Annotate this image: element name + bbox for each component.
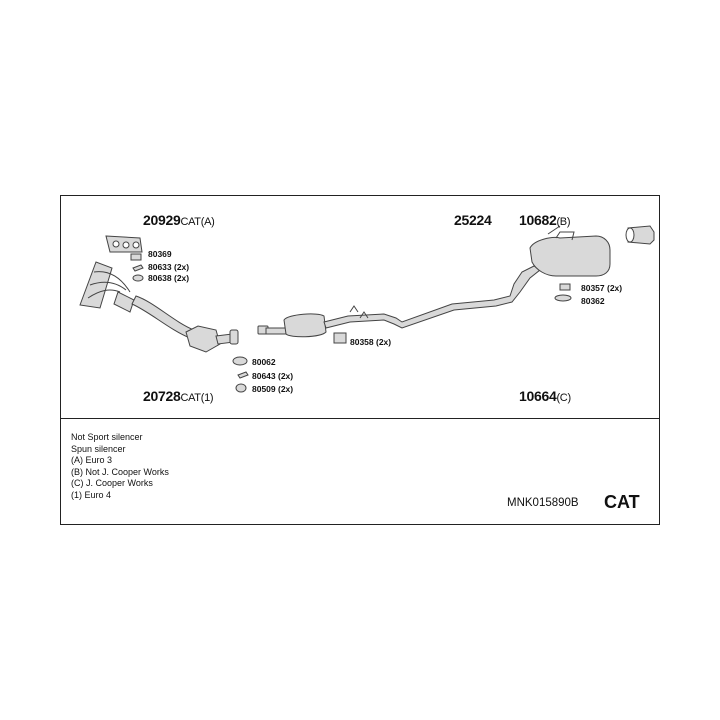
fitting-80358: 80358 (2x) [350,337,392,347]
manifold-gasket-icon [105,235,143,253]
note-line: (1) Euro 4 [71,489,112,500]
diagram-frame [60,195,660,525]
part-label-10682: 10682(B) [519,213,570,228]
fitting-80357: 80357 (2x) [581,283,623,293]
part-suffix: CAT(1) [180,392,214,404]
note-line: Not Sport silencer [71,432,143,442]
fitting-80633: 80633 (2x) [148,262,190,272]
mount-bracket-icon [333,332,347,344]
rear-silencer-icon [529,225,611,277]
kit-code: MNK015890B [507,497,579,509]
nut-icon [132,274,144,282]
note-line: (A) Euro 3 [71,455,113,466]
cat-nut-icon [235,383,247,393]
part-suffix: (C) [556,392,571,404]
fitting-80369: 80369 [148,249,172,259]
note-line: (C) J. Cooper Works [71,478,153,489]
cat-gasket-icon [232,356,248,366]
middle-pipe-icon [257,265,541,338]
rear-hanger-icon [559,283,571,291]
notes-divider [60,418,660,419]
gasket-icon [130,253,142,261]
category-label: CAT [604,492,640,512]
part-number: 20728 [143,388,181,404]
fitting-80062: 80062 [252,357,276,367]
part-number: 20929 [143,212,181,228]
fitting-80362: 80362 [581,296,605,306]
note-line: Spun silencer [71,443,126,454]
tailpipe-trim-icon [625,225,655,245]
fitting-80509: 80509 (2x) [252,384,294,394]
fitting-80643: 80643 (2x) [252,371,294,381]
part-label-20929: 20929CAT(A) [143,212,215,228]
note-line: (B) Not J. Cooper Works [71,466,169,477]
rubber-mount-icon [554,294,572,302]
part-number: 10682 [519,212,557,228]
part-label-25224: 25224 [454,212,492,228]
cat-bolt-icon [237,371,249,379]
part-number: 25224 [454,212,492,228]
part-suffix: (B) [556,216,571,228]
part-number: 10664 [519,388,557,404]
catalytic-converter-icon [185,325,239,353]
fitting-80638: 80638 (2x) [148,273,190,283]
part-suffix: CAT(A) [180,216,215,228]
part-label-20728: 20728CAT(1) [143,388,214,404]
part-label-10664: 10664(C) [519,389,571,404]
notes-list: Not Sport silencer Spun silencer (A) Eur… [71,432,169,502]
hanger-icon [349,305,359,313]
bolt-icon [132,264,144,272]
